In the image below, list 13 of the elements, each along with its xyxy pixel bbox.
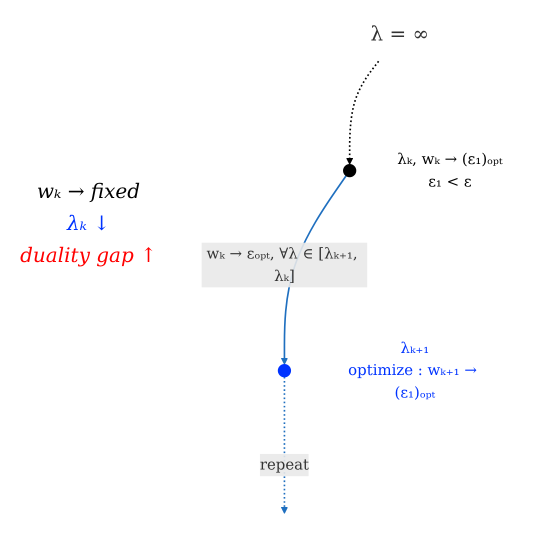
annotation-text: wₖ → fixed — [36, 178, 140, 205]
node-label: ε₁ < ε — [428, 173, 472, 190]
annotation-text: λₖ ↓ — [66, 210, 110, 237]
node-label: λₖ₊₁ — [400, 340, 430, 357]
node-label: optimize : wₖ₊₁ → (ε₁)ₒₚₜ — [348, 362, 477, 402]
annotation-text: duality gap ↑ — [20, 242, 157, 269]
edge-label: repeat — [260, 456, 310, 474]
edge-label: wₖ → εₒₚₜ, ∀λ ∈ [λₖ₊₁, λₖ] — [206, 245, 358, 285]
arrow — [346, 60, 380, 165]
node-circle — [278, 364, 292, 378]
node-label: λₖ, wₖ → (ε₁)ₒₚₜ — [397, 150, 503, 168]
node-circle — [343, 164, 356, 178]
node-text: λ = ∞ — [370, 22, 430, 46]
